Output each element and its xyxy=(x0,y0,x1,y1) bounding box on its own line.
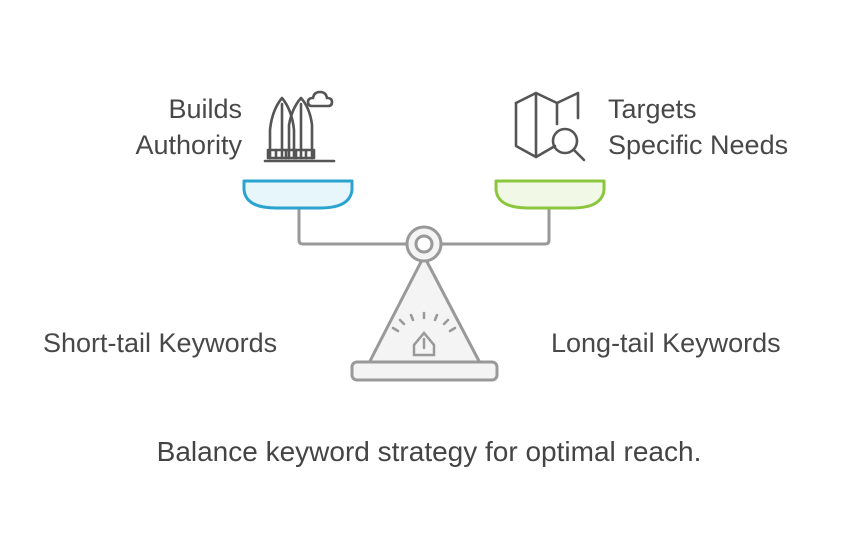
right-benefit-line1: Targets xyxy=(608,94,697,124)
gauge-icon xyxy=(391,311,457,357)
scale-beam xyxy=(297,208,551,246)
map-search-icon xyxy=(514,91,586,162)
left-pan xyxy=(242,179,354,210)
left-benefit-line2: Authority xyxy=(135,130,242,160)
left-benefit-line1: Builds xyxy=(168,94,242,124)
right-benefit-line2: Specific Needs xyxy=(608,130,789,160)
right-benefit-label: Targets Specific Needs xyxy=(608,91,788,163)
scale-pivot-inner xyxy=(414,234,434,254)
right-category-label: Long-tail Keywords xyxy=(551,328,781,358)
left-benefit-label: Builds Authority xyxy=(135,91,242,163)
left-category-label: Short-tail Keywords xyxy=(43,328,278,358)
diagram-caption: Balance keyword strategy for optimal rea… xyxy=(156,436,702,467)
right-pan xyxy=(494,179,606,210)
skyscrapers-icon xyxy=(263,90,336,163)
scale-base xyxy=(350,360,499,382)
